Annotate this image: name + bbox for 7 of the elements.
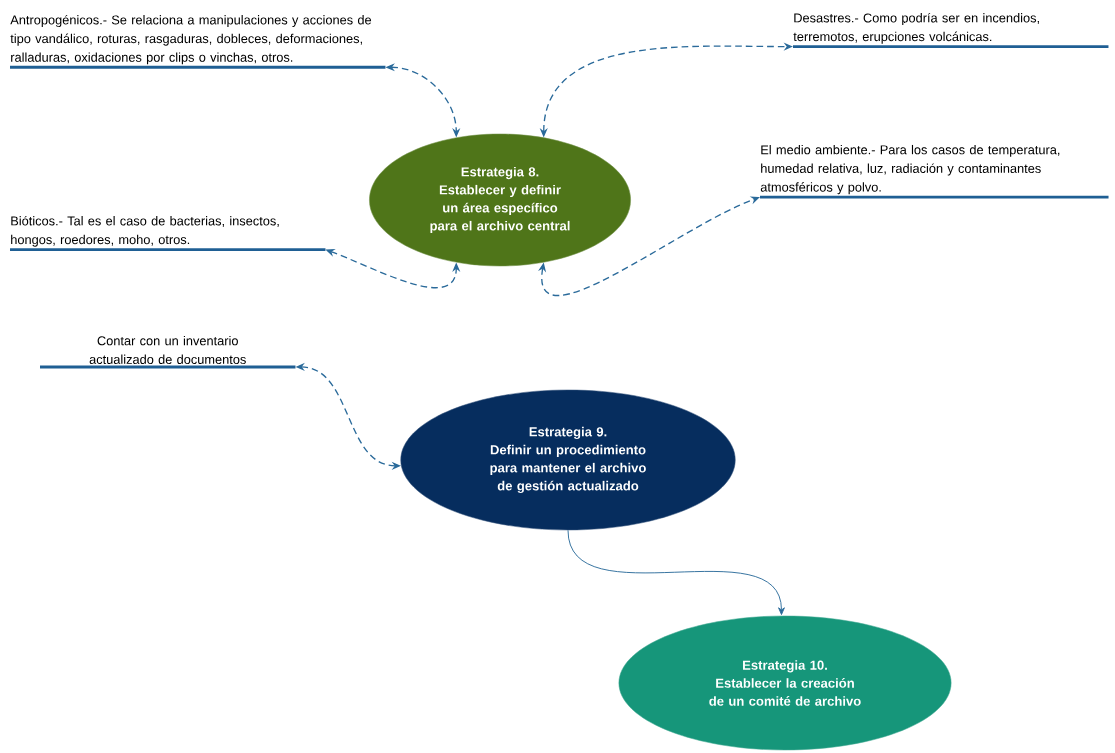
underlined-text: Bióticos.- Tal es el caso de bacterias, insectos, hongos, roedores, moho, otros.	[10, 215, 326, 252]
underlined-text: Desastres.- Como podría ser en incendios, terremotos, erupciones volcánicas.	[793, 12, 1109, 49]
arrow	[567, 529, 785, 615]
underlined-text: Antropogénicos.- Se relaciona a manipulaciones y acciones de tipo vandálico, roturas, rasgaduras, dobleces, deformaciones, ralladuras, oxidaciones por clips o vinchas, otros.	[10, 14, 386, 69]
underlined-text: El medio ambiente.- Para los casos de temperatura, humedad relativa, luz, radiación y contaminantes atmosféricos y polvo.	[760, 144, 1109, 199]
arrow	[538, 196, 760, 297]
underlined-text: Contar con un inventario actualizado de documentos	[40, 335, 296, 369]
